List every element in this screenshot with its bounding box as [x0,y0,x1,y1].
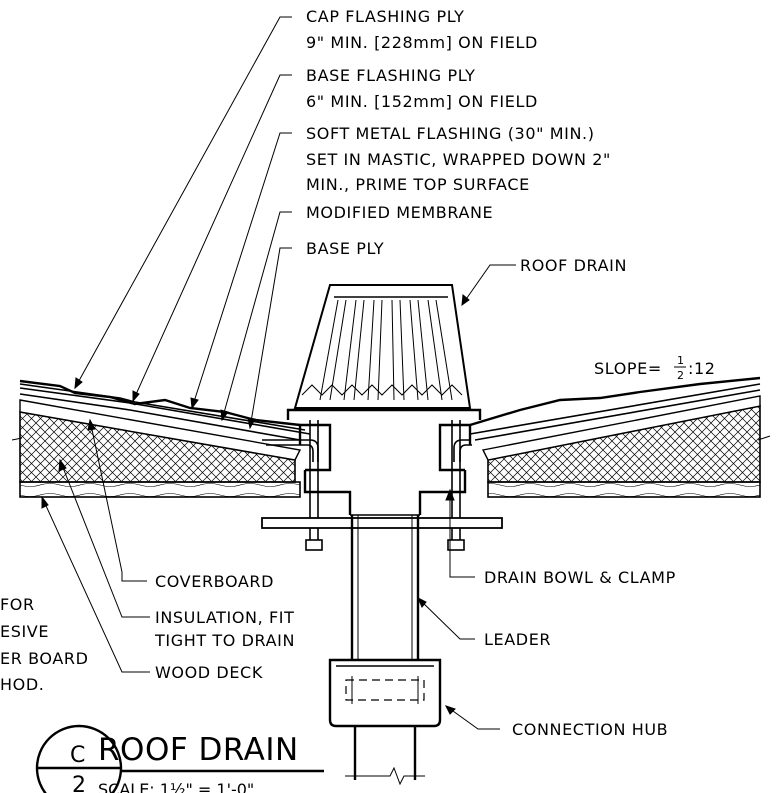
leader-leader [417,597,475,640]
drain-bowl [303,470,467,515]
left-cap-flashing [19,379,301,427]
label-soft-metal-3: MIN., PRIME TOP SURFACE [306,175,530,194]
drain-flange-left [286,408,482,420]
leader-cap-flashing [74,16,292,389]
right-cap-flashing [469,376,761,427]
drain-body [261,284,503,786]
label-wood-deck: WOOD DECK [155,663,263,682]
dome-strainer [293,284,472,409]
label-soft-metal-2: SET IN MASTIC, WRAPPED DOWN 2" [306,150,611,169]
left-note-line-2: ESIVE [0,622,49,641]
left-note-line-4: HOD. [0,675,44,694]
scale-text: SCALE: 1½" = 1'-0" [98,780,254,793]
left-wood-deck [19,481,301,498]
sheet-number: 2 [72,773,86,793]
left-coverboard [19,399,302,461]
leader-base-ply [249,247,292,429]
leader-modified-membrane [221,211,292,421]
leader-pipe [350,515,420,660]
right-wood-deck [487,481,761,498]
label-slope-prefix: SLOPE= [594,359,662,378]
hub-inner-gasket [345,679,425,701]
label-connection-hub: CONNECTION HUB [512,720,668,739]
leader-base-flashing [132,74,292,402]
strainer-slots [319,299,453,401]
left-roof-assembly [11,379,311,498]
title-block: C 2 ROOF DRAIN SCALE: 1½" = 1'-0" [35,724,324,793]
pipe-break-symbol [345,766,425,786]
leader-insulation [59,459,150,618]
label-base-flashing-1: BASE FLASHING PLY [306,66,475,85]
left-break-line [11,437,23,441]
label-roof-drain: ROOF DRAIN [520,256,627,275]
leader-roof-drain [461,264,516,306]
right-roof-assembly [469,376,771,498]
label-slope-den: 2 [677,369,684,382]
right-break-line [757,435,771,441]
strainer-teeth [301,384,463,396]
leader-drain-bowl [449,490,475,578]
connection-hub [328,658,442,728]
callout-text: CAP FLASHING PLY 9" MIN. [228mm] ON FIEL… [0,7,716,739]
left-note-line-3: ER BOARD [0,649,89,668]
label-leader: LEADER [484,630,551,649]
label-coverboard: COVERBOARD [155,572,274,591]
label-soft-metal-1: SOFT METAL FLASHING (30" MIN.) [306,124,595,143]
leader-soft-metal [191,132,292,409]
leader-lines [41,16,516,730]
pipe-below-hub [353,726,417,780]
right-modified-membrane [469,383,761,435]
label-slope-num: 1 [677,354,684,367]
label-slope-suffix: :12 [688,359,716,378]
detail-title: ROOF DRAIN [98,732,299,768]
label-modified-membrane: MODIFIED MEMBRANE [306,203,493,222]
right-base-ply [474,389,761,441]
label-insulation-2: TIGHT TO DRAIN [154,631,295,650]
label-insulation-1: INSULATION, FIT [155,608,294,627]
left-base-ply [19,393,301,441]
right-coverboard [481,395,761,461]
detail-letter: C [70,743,85,768]
label-base-flashing-2: 6" MIN. [152mm] ON FIELD [306,92,538,111]
leader-inner [357,515,413,660]
label-drain-bowl: DRAIN BOWL & CLAMP [484,568,676,587]
left-note-line-1: FOR [0,595,35,614]
clamp-left [298,423,332,472]
hub-gasket-marks [351,676,419,704]
leader-connection-hub [445,705,500,730]
leader-coverboard [89,419,147,582]
leader-wood-deck [41,496,150,673]
label-base-ply: BASE PLY [306,239,384,258]
underdeck-clamp-plate [261,517,503,529]
clamp-right [438,423,472,472]
label-cap-flashing-1: CAP FLASHING PLY [306,7,464,26]
label-cap-flashing-2: 9" MIN. [228mm] ON FIELD [306,33,538,52]
